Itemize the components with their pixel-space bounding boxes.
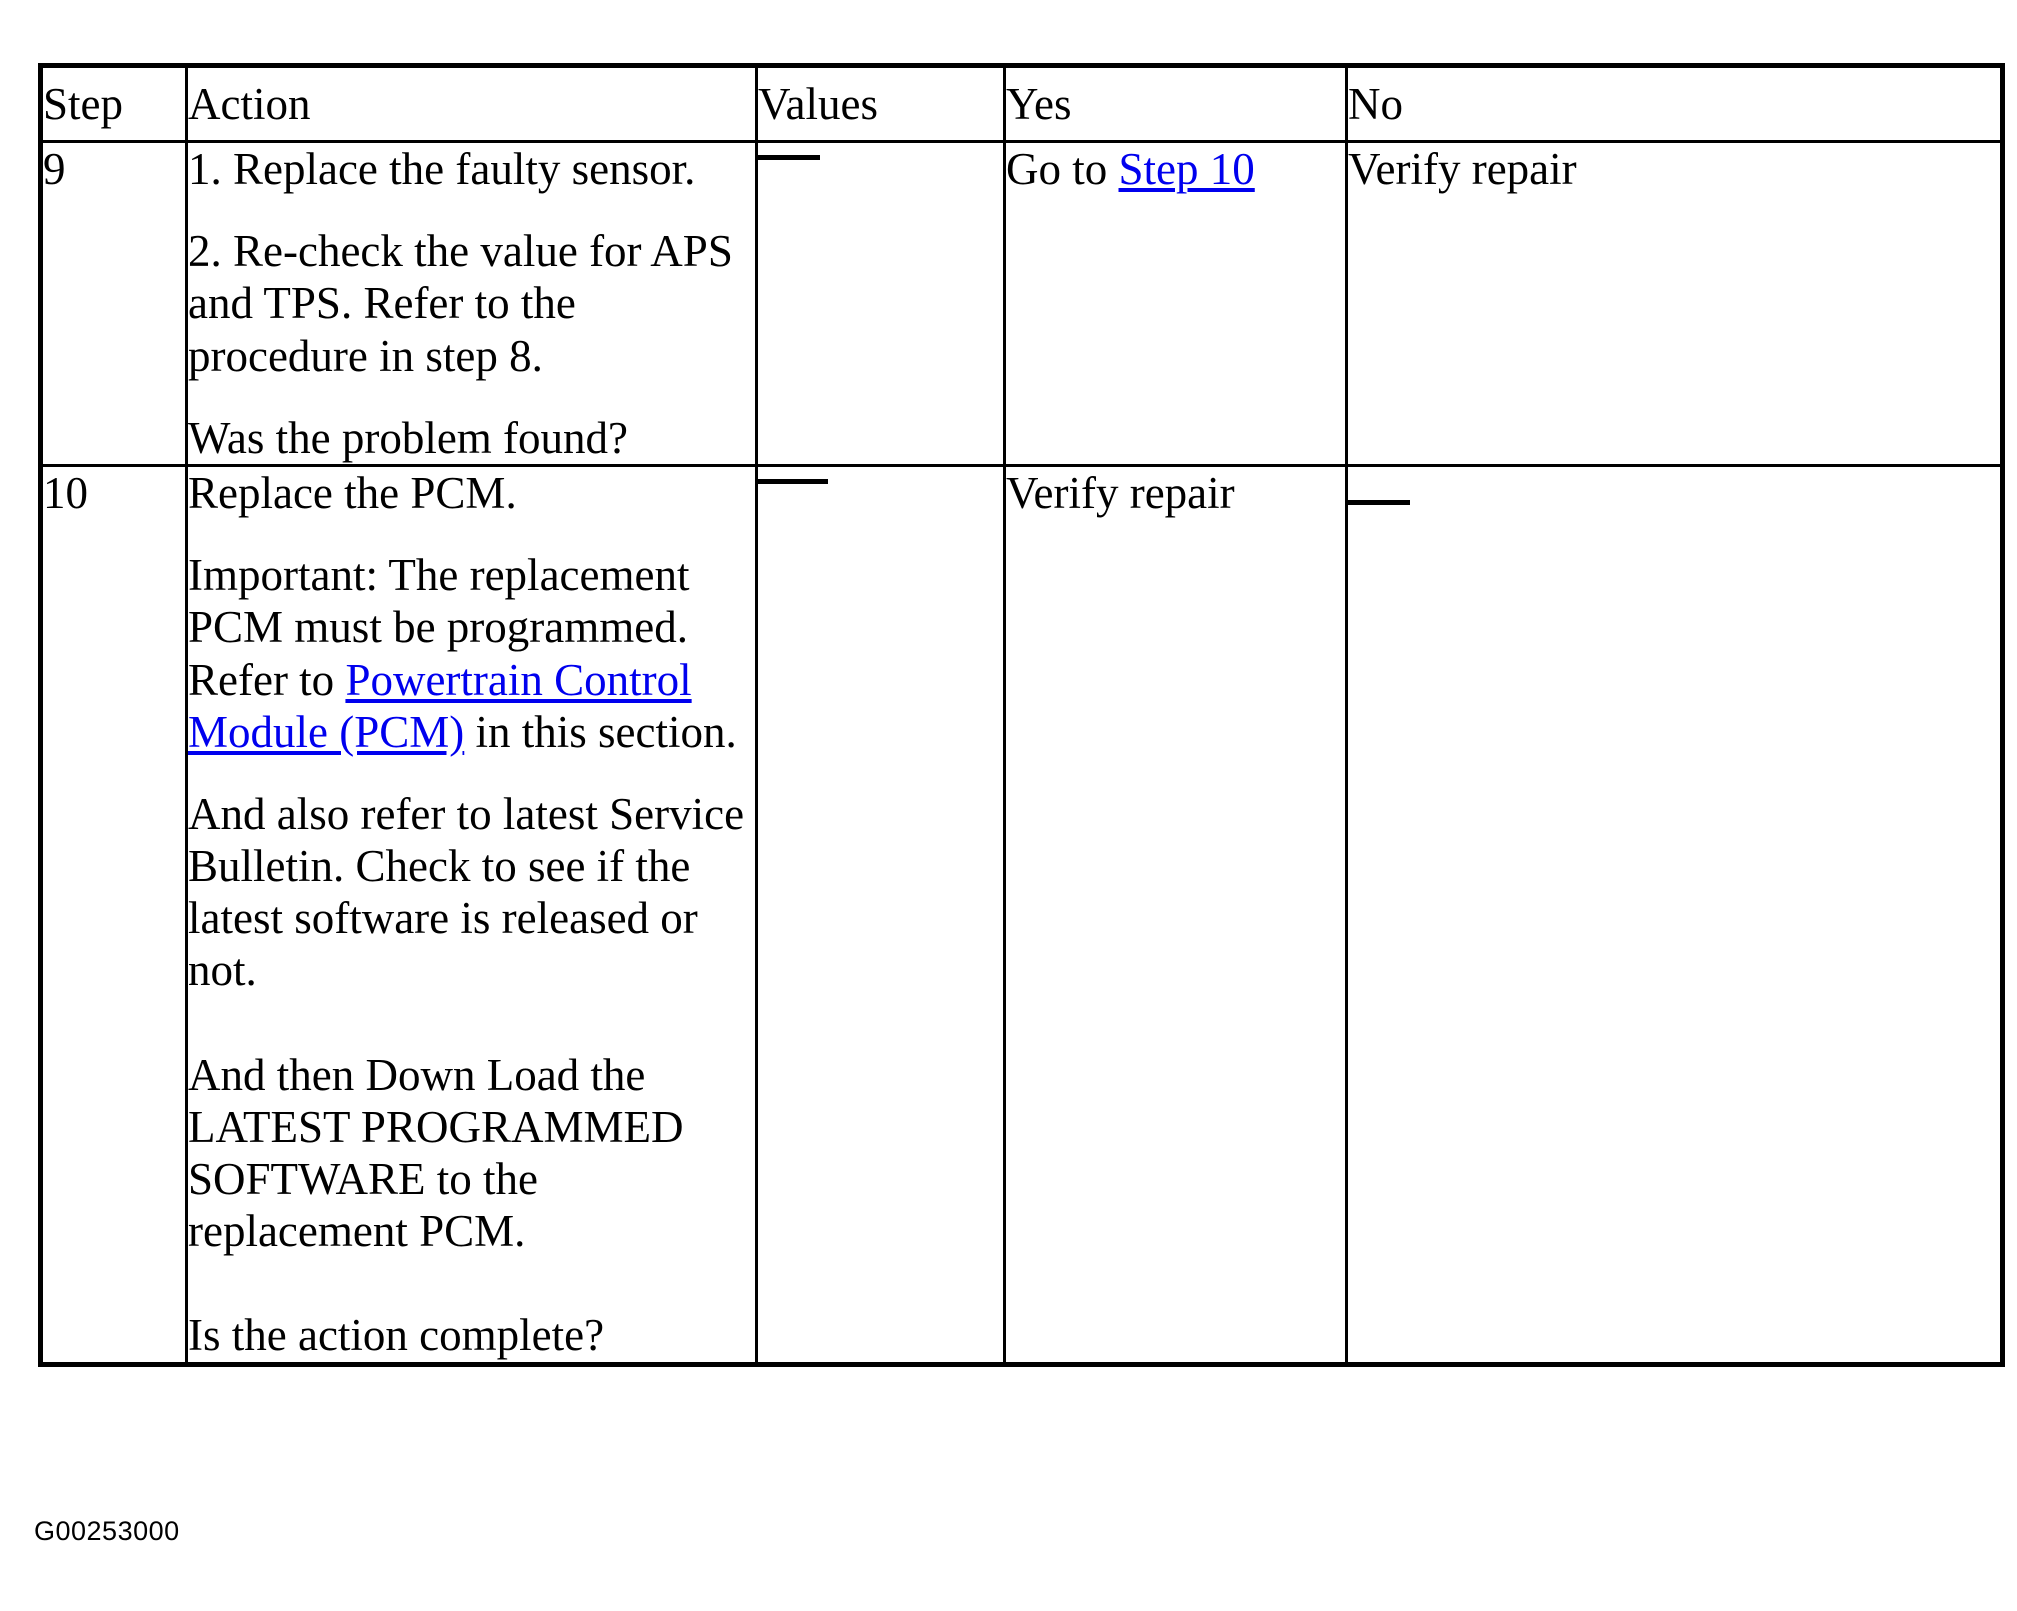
yes-cell-step-9: Go to Step 10 (1003, 140, 1348, 467)
yes-cell-step-10: Verify repair (1003, 463, 1348, 1366)
important-suffix: in this section. (464, 706, 737, 757)
no-cell-step-10 (1345, 463, 2004, 1366)
column-header-yes: Yes (1003, 64, 1348, 143)
step-number-10: 10 (39, 463, 188, 1366)
column-header-no: No (1345, 64, 2004, 143)
action-important-note: Important: The replacement PCM must be p… (188, 549, 755, 758)
empty-value-dash (758, 478, 828, 484)
action-paragraph: And also refer to latest Service Bulleti… (188, 788, 745, 996)
values-cell-step-9 (755, 140, 1006, 467)
action-question: Was the problem found? (188, 412, 629, 463)
powertrain-control-module-link[interactable]: Powertrain Control Module (PCM) (188, 654, 692, 757)
action-cell-step-9: 1. Replace the faulty sensor. 2. Re-chec… (185, 140, 758, 467)
column-header-step: Step (39, 64, 188, 143)
values-cell-step-10 (755, 463, 1006, 1366)
table-header-row: Step Action Values Yes No (39, 64, 2004, 143)
table-row: 9 1. Replace the faulty sensor. 2. Re-ch… (39, 140, 2004, 467)
step-10-link[interactable]: Step 10 (1118, 144, 1255, 194)
column-header-values: Values (755, 64, 1006, 143)
figure-identifier: G00253000 (34, 1516, 180, 1546)
no-cell-step-9: Verify repair (1345, 140, 2004, 467)
column-header-action: Action (185, 64, 758, 143)
action-paragraph: 2. Re-check the value for APS and TPS. R… (188, 226, 733, 381)
action-paragraph: Replace the PCM. (188, 467, 517, 518)
important-prefix: Important: The replacement PCM must be p… (188, 550, 690, 705)
empty-value-dash (758, 154, 820, 160)
empty-value-dash (1348, 500, 1410, 506)
yes-goto-prefix: Go to (1006, 144, 1119, 194)
action-paragraph: 1. Replace the faulty sensor. (188, 144, 696, 194)
action-question: Is the action complete? (188, 1310, 605, 1361)
diagnostic-table: Step Action Values Yes No 9 1. Replace t… (38, 63, 2005, 1367)
action-cell-step-10: Replace the PCM. Important: The replacem… (185, 463, 758, 1366)
step-number-9: 9 (39, 140, 188, 467)
action-paragraph: And then Down Load the LATEST PROGRAMMED… (188, 1049, 684, 1257)
table-row: 10 Replace the PCM. Important: The repla… (39, 463, 2004, 1366)
